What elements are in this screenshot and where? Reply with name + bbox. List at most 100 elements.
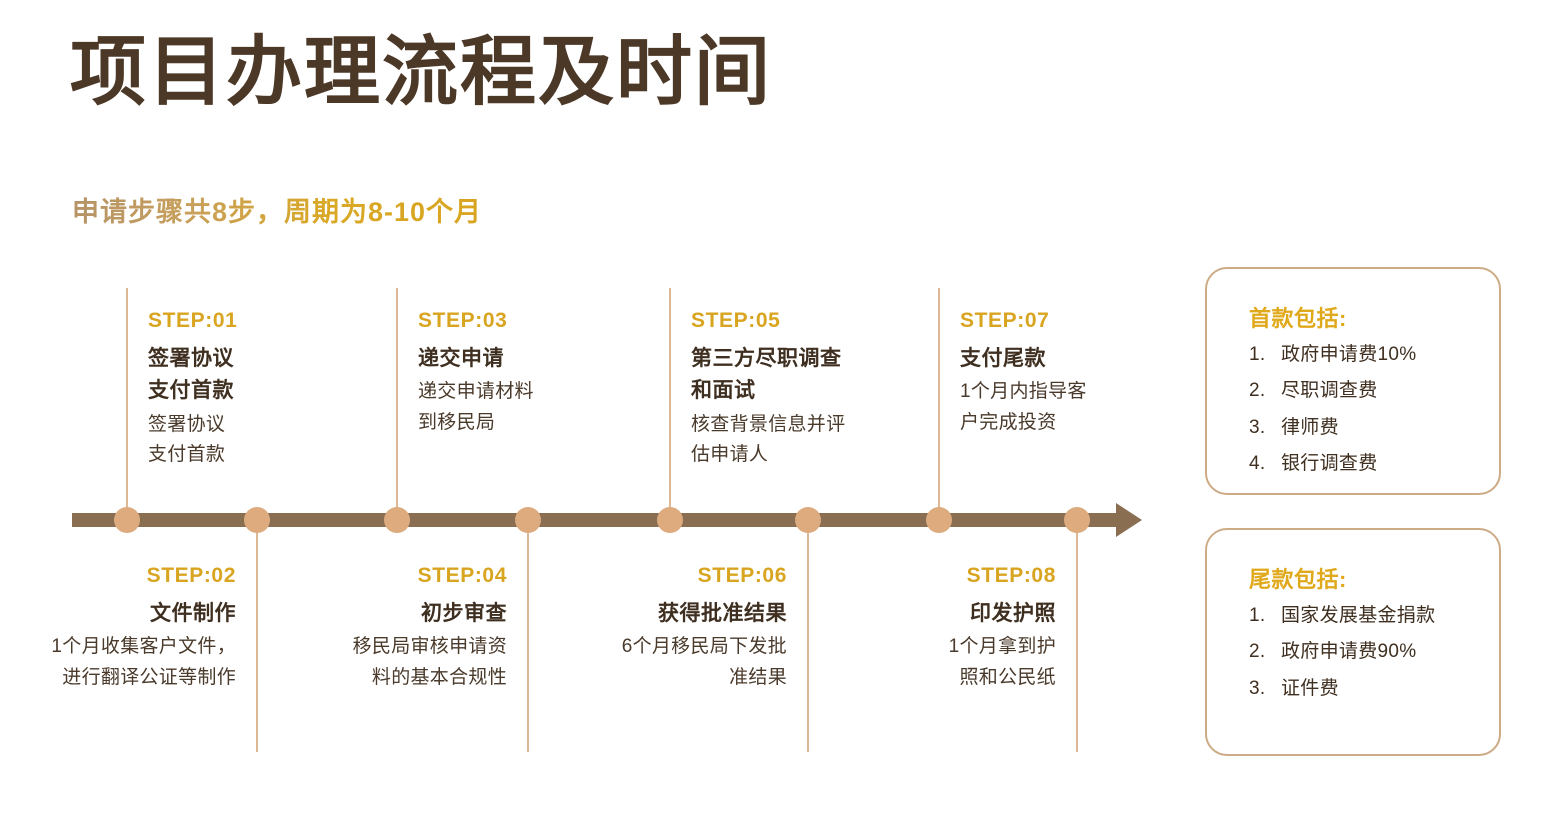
step-description-line: 进行翻译公证等制作 — [62, 666, 236, 688]
step-description-line: 1个月拿到护 — [948, 636, 1056, 658]
timeline-connector — [396, 288, 398, 520]
step-title: 初步审查 — [257, 598, 507, 631]
step-description-line: 支付首款 — [148, 444, 226, 466]
step-label: STEP:02 — [146, 564, 236, 587]
info-box-title: 首款包括: — [1249, 306, 1347, 331]
timeline-dot[interactable] — [657, 507, 683, 533]
step-title-line: 支付尾款 — [960, 346, 1046, 370]
step-description-line: 移民局审核申请资 — [352, 636, 507, 658]
timeline-connector — [1076, 520, 1078, 752]
step-description: 核查背景信息并评估申请人 — [691, 410, 941, 472]
timeline-dot[interactable] — [795, 507, 821, 533]
step-title-line: 支付首款 — [148, 379, 234, 403]
info-list-item-number: 2. — [1249, 380, 1266, 402]
info-list-item-text: 证件费 — [1281, 677, 1339, 699]
step-description: 1个月拿到护照和公民纸 — [806, 632, 1056, 694]
step-label: STEP:06 — [697, 564, 787, 587]
info-list-item-number: 2. — [1249, 641, 1266, 663]
timeline-axis — [72, 513, 1122, 527]
timeline-connector — [807, 520, 809, 752]
step-title: 获得批准结果 — [537, 598, 787, 631]
step-label: STEP:05 — [691, 309, 781, 332]
info-box-first-payment: 首款包括: 1. 政府申请费10% 2. 尽职调查费 3. 律师费 4. 银行调查费 — [1205, 267, 1501, 495]
info-list-item: 3. 证件费 — [1249, 671, 1499, 707]
step-description-line: 料的基本合规性 — [371, 666, 507, 688]
step-description-line: 准结果 — [729, 666, 787, 688]
step-card[interactable]: STEP:02 文件制作 1个月收集客户文件， 进行翻译公证等制作 — [0, 560, 236, 694]
timeline-dot[interactable] — [515, 507, 541, 533]
step-title-line: 递交申请 — [418, 346, 504, 370]
page-subtitle: 申请步骤共8步，周期为8-10个月 — [72, 190, 482, 229]
step-description: 递交申请材料到移民局 — [418, 377, 668, 439]
info-list-item-text: 政府申请费10% — [1281, 344, 1417, 365]
timeline-connector — [938, 288, 940, 520]
step-title-line: 文件制作 — [150, 601, 236, 625]
step-title: 签署协议支付首款 — [148, 343, 398, 408]
step-description-line: 签署协议 — [148, 413, 226, 435]
step-title-line: 和面试 — [691, 379, 756, 403]
step-label: STEP:01 — [148, 309, 238, 332]
info-list-item-number: 1. — [1249, 344, 1266, 365]
step-card[interactable]: STEP:04 初步审查移民局审核申请资料的基本合规性 — [257, 560, 507, 694]
step-description-line: 递交申请材料 — [418, 381, 534, 403]
step-title-line: 初步审查 — [421, 601, 507, 625]
step-description-line: 核查背景信息并评 — [691, 413, 846, 435]
step-card[interactable]: STEP:06 获得批准结果 6个月移民局下发批准结果 — [537, 560, 787, 694]
timeline-dot[interactable] — [1064, 507, 1090, 533]
timeline-dot[interactable] — [114, 507, 140, 533]
timeline-connector — [126, 288, 128, 520]
step-card[interactable]: STEP:03 递交申请递交申请材料到移民局 — [418, 305, 668, 439]
timeline-connector — [527, 520, 529, 752]
step-description: 6个月移民局下发批准结果 — [537, 632, 787, 694]
timeline-dot[interactable] — [926, 507, 952, 533]
info-box-title: 尾款包括: — [1249, 567, 1347, 592]
info-list-item: 2. 尽职调查费 — [1249, 373, 1499, 409]
step-description-line: 1个月内指导客 — [960, 381, 1087, 403]
step-title-line: 印发护照 — [970, 601, 1056, 625]
step-description: 1个月内指导客户完成投资 — [960, 377, 1210, 439]
info-list-item: 2.政府申请费90% — [1249, 634, 1499, 670]
step-description-line: 1个月收集客户文件， — [51, 636, 236, 658]
step-description-line: 6个月移民局下发批 — [621, 636, 787, 658]
info-list-item: 3. 律师费 — [1249, 410, 1499, 446]
info-list-item-text: 律师费 — [1281, 416, 1339, 438]
info-list-item: 4. 银行调查费 — [1249, 446, 1499, 482]
step-title-line: 获得批准结果 — [658, 601, 787, 625]
timeline-connector — [669, 288, 671, 520]
step-title-line: 第三方尽职调查 — [691, 346, 842, 370]
step-title: 递交申请 — [418, 343, 668, 376]
page-title: 项目办理流程及时间 — [70, 30, 772, 115]
step-card[interactable]: STEP:07 支付尾款 1个月内指导客户完成投资 — [960, 305, 1210, 439]
step-card[interactable]: STEP:08 印发护照 1个月拿到护照和公民纸 — [806, 560, 1056, 694]
step-label: STEP:04 — [417, 564, 507, 587]
step-description-line: 户完成投资 — [960, 411, 1057, 433]
timeline-arrow-icon — [1116, 503, 1142, 537]
step-label: STEP:07 — [960, 309, 1050, 332]
info-box-list: 1. 政府申请费10% 2. 尽职调查费 3. 律师费 4. 银行调查费 — [1249, 337, 1499, 483]
info-list-item: 1. 政府申请费10% — [1249, 337, 1499, 373]
step-label: STEP:08 — [966, 564, 1056, 587]
step-description-line: 估申请人 — [691, 444, 769, 466]
step-description: 签署协议支付首款 — [148, 410, 398, 472]
step-description-line: 照和公民纸 — [959, 666, 1056, 688]
info-list-item-number: 3. — [1249, 677, 1266, 699]
info-list-item-number: 3. — [1249, 416, 1266, 438]
timeline-dot[interactable] — [384, 507, 410, 533]
info-list-item-text: 尽职调查费 — [1281, 380, 1378, 402]
step-title: 印发护照 — [806, 598, 1056, 631]
step-description: 移民局审核申请资料的基本合规性 — [257, 632, 507, 694]
step-title: 文件制作 — [0, 598, 236, 631]
step-title: 第三方尽职调查和面试 — [691, 343, 941, 408]
timeline-dot[interactable] — [244, 507, 270, 533]
info-list-item-number: 4. — [1249, 453, 1266, 475]
info-list-item-number: 1. — [1249, 605, 1266, 626]
step-title: 支付尾款 — [960, 343, 1210, 376]
step-description-line: 到移民局 — [418, 411, 496, 433]
info-list-item-text: 银行调查费 — [1281, 453, 1378, 475]
step-label: STEP:03 — [418, 309, 508, 332]
